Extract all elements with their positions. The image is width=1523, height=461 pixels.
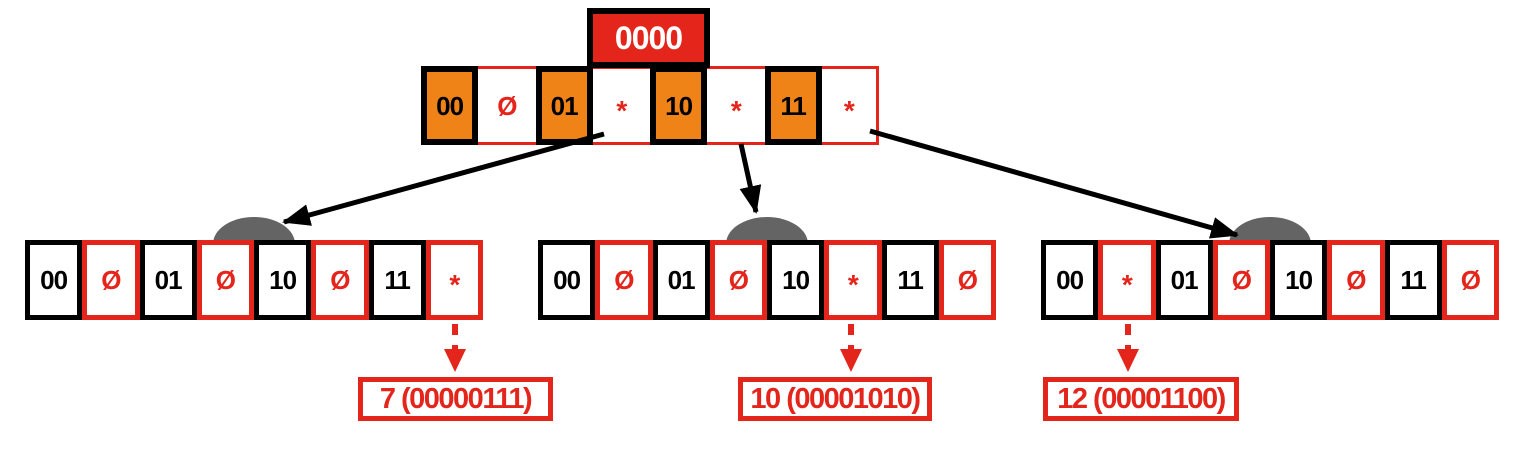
child-01-cell-key-10: 10 xyxy=(254,240,312,320)
child-10-cell-slot-11: Ø xyxy=(938,240,996,320)
child-10-cell-key-10: 10 xyxy=(767,240,825,320)
child-10-cell-slot-10: * xyxy=(824,240,882,320)
root-cell-key-10: 10 xyxy=(650,66,708,145)
child-01-cell-key-01: 01 xyxy=(139,240,197,320)
leaf-box-10: 10 (00001010) xyxy=(738,377,932,421)
child-10-cell-slot-00: Ø xyxy=(595,240,653,320)
child-01-node-row: 00 Ø 01 Ø 10 Ø 11 * xyxy=(25,240,483,320)
child-11-cell-key-01: 01 xyxy=(1155,240,1213,320)
root-cell-slot-00: Ø xyxy=(478,66,536,145)
leaf-label-12: 12 (00001100) xyxy=(1057,382,1226,415)
dashed-arrowhead-child-01 xyxy=(444,349,466,372)
root-cell-slot-10: * xyxy=(707,66,765,145)
child-01-cell-key-11: 11 xyxy=(368,240,426,320)
child-01-cell-slot-10: Ø xyxy=(311,240,369,320)
child-11-cell-key-00: 00 xyxy=(1041,240,1099,320)
child-11-cell-key-11: 11 xyxy=(1384,240,1442,320)
dashed-arrowhead-child-10 xyxy=(840,349,862,372)
root-cell-key-01: 01 xyxy=(535,66,593,145)
leaf-box-7: 7 (00000111) xyxy=(358,377,553,421)
root-cell-key-11: 11 xyxy=(764,66,822,145)
leaf-label-10: 10 (00001010) xyxy=(750,382,921,415)
child-11-node-row: 00 * 01 Ø 10 Ø 11 Ø xyxy=(1041,240,1499,320)
child-10-cell-key-01: 01 xyxy=(652,240,710,320)
child-01-cell-slot-00: Ø xyxy=(82,240,140,320)
root-prefix-label: 0000 xyxy=(614,19,683,56)
node-arc-child-11 xyxy=(1229,217,1311,244)
child-11-cell-slot-00: * xyxy=(1098,240,1156,320)
child-10-cell-key-11: 11 xyxy=(881,240,939,320)
root-cell-slot-01: * xyxy=(592,66,650,145)
root-prefix-box: 0000 xyxy=(587,8,710,68)
child-10-node-row: 00 Ø 01 Ø 10 * 11 Ø xyxy=(538,240,996,320)
dashed-arrowhead-child-11 xyxy=(1117,349,1139,372)
child-11-cell-key-10: 10 xyxy=(1270,240,1328,320)
root-cell-slot-11: * xyxy=(821,66,879,145)
leaf-box-12: 12 (00001100) xyxy=(1043,377,1239,421)
child-10-cell-slot-01: Ø xyxy=(709,240,767,320)
child-01-cell-slot-01: Ø xyxy=(196,240,254,320)
root-cell-key-00: 00 xyxy=(421,66,479,145)
child-11-cell-slot-10: Ø xyxy=(1327,240,1385,320)
root-node-row: 00 Ø 01 * 10 * 11 * xyxy=(421,66,879,145)
node-arc-child-01 xyxy=(213,217,295,244)
arrow-root-to-child-11 xyxy=(869,128,1239,239)
child-01-cell-slot-11: * xyxy=(425,240,483,320)
child-11-cell-slot-01: Ø xyxy=(1212,240,1270,320)
arrow-root-to-child-10 xyxy=(738,143,762,214)
child-10-cell-key-00: 00 xyxy=(538,240,596,320)
leaf-label-7: 7 (00000111) xyxy=(379,382,533,415)
node-arc-child-10 xyxy=(726,217,808,244)
child-01-cell-key-00: 00 xyxy=(25,240,83,320)
child-11-cell-slot-11: Ø xyxy=(1441,240,1499,320)
arrow-root-to-child-01 xyxy=(282,131,605,226)
